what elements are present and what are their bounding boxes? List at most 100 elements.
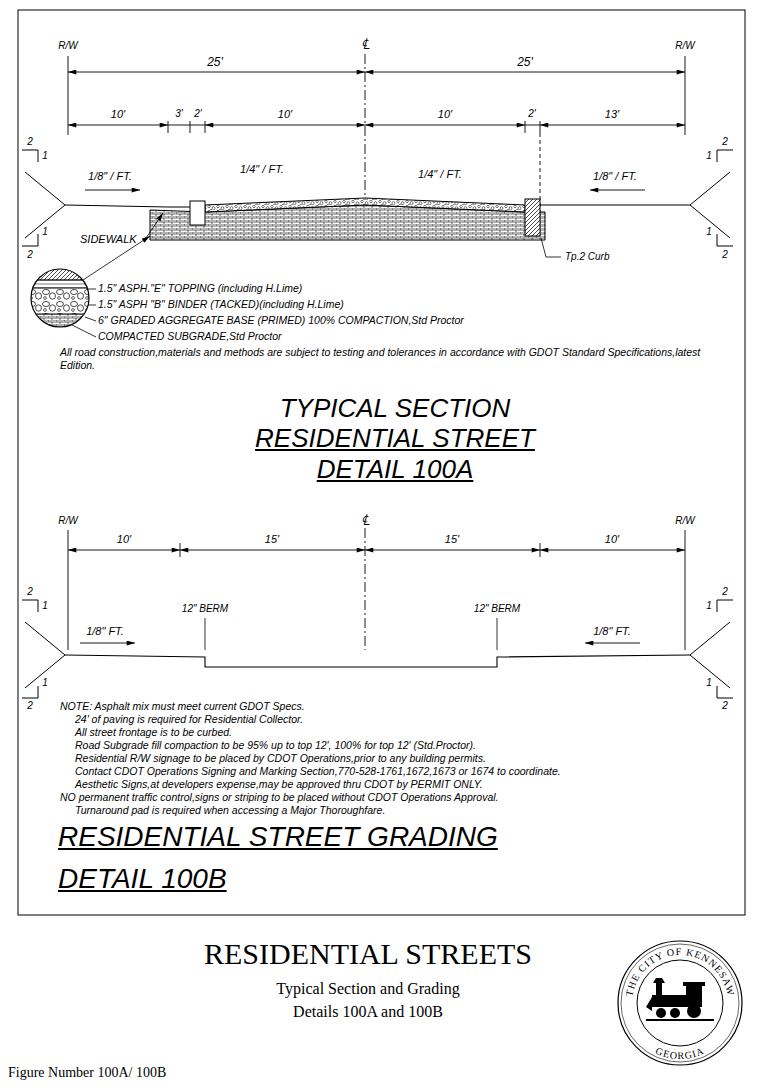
dimension-lines	[540, 121, 541, 133]
city-seal	[637, 960, 723, 1046]
slope-symbols	[717, 686, 733, 698]
dimension-lines	[68, 528, 685, 650]
slope-symbols	[717, 150, 733, 162]
dimension-lines	[365, 54, 366, 200]
drawing-label: 1/8" / FT.	[593, 170, 637, 183]
drawing-label: 1	[42, 150, 48, 162]
drawing-label: 13'	[605, 108, 619, 121]
street-section	[540, 205, 690, 206]
drawing-label: 2	[722, 700, 728, 712]
drawing-label: RESIDENTIAL STREET	[255, 423, 535, 454]
grading-profile	[80, 643, 135, 644]
drawing-label: 2	[722, 249, 728, 261]
pavement-layer-detail	[30, 280, 92, 314]
sheet-title: RESIDENTIAL STREETS	[204, 936, 532, 972]
drawing-label: 25'	[207, 55, 223, 69]
dimension-lines	[365, 125, 525, 126]
seal-text: THE CITY OF KENNESAW	[623, 946, 736, 997]
dimension-lines	[540, 550, 685, 551]
locomotive-icon	[646, 978, 714, 1021]
drawing-label: DETAIL 100B	[58, 862, 227, 896]
drawing-label: 2	[722, 586, 728, 598]
slope-symbols	[22, 600, 38, 612]
drawing-label: 1/4" / FT.	[240, 163, 284, 176]
drawing-label: All road construction,materials and meth…	[60, 346, 730, 372]
pavement-layer-detail	[31, 269, 89, 327]
dimension-lines	[68, 56, 69, 135]
pavement-layer-detail	[30, 268, 92, 330]
drawing-label: Residential R/W signage to be placed by …	[75, 752, 486, 765]
locomotive-icon	[652, 995, 686, 1007]
drawing-label: COMPACTED SUBGRADE,Std Proctor	[98, 330, 282, 343]
drawing-label: 10'	[111, 108, 125, 121]
sheet-frame	[18, 10, 745, 915]
dimension-lines	[168, 121, 169, 133]
drawing-label: All street frontage is to be curbed.	[75, 726, 232, 739]
drawing-label: 10'	[438, 108, 452, 121]
locomotive-icon	[656, 1008, 666, 1018]
dimension-lines	[168, 125, 205, 126]
slope-symbols	[717, 234, 733, 246]
drawing-label: 2'	[194, 108, 201, 120]
drawing-label: Figure Number 100A/ 100B	[8, 1065, 166, 1082]
dimension-lines	[685, 56, 686, 135]
pavement-layer-detail	[30, 284, 92, 285]
seal-text: THE CITY OF KENNESAW	[623, 946, 736, 997]
drawing-label: 1/4" / FT.	[418, 168, 462, 181]
grading-profile	[497, 618, 498, 650]
drawing-label: 1.5" ASPH."E" TOPPING (including H.Lime)	[98, 282, 302, 295]
drawing-label: R/W	[675, 515, 694, 527]
slope-symbols	[717, 600, 733, 612]
grading-profile	[65, 655, 690, 667]
drawing-label: Details 100A and 100B	[293, 1002, 443, 1021]
drawing-label: 1	[42, 226, 48, 238]
drawing-label: 15'	[445, 533, 459, 546]
dimension-lines	[68, 125, 168, 126]
dimension-lines	[190, 121, 191, 133]
pavement-layer-detail	[30, 288, 92, 314]
leader-lines	[72, 325, 96, 337]
street-section	[65, 205, 190, 207]
dimension-lines	[525, 121, 526, 133]
drawing-label: 2	[27, 249, 33, 261]
dimension-lines	[365, 528, 366, 650]
drawing-label: 1/8" FT.	[593, 625, 631, 638]
drawing-label: R/W	[58, 515, 77, 527]
drawing-label: 15'	[265, 533, 279, 546]
drawing-label: 1/8" FT.	[86, 625, 124, 638]
pavement-layer-detail	[30, 268, 92, 330]
drawing-label: 10'	[117, 533, 131, 546]
dimension-lines	[68, 530, 69, 650]
city-seal	[618, 941, 742, 1065]
drawing-label: 25'	[517, 55, 533, 69]
slope-symbols	[22, 234, 38, 246]
leader-lines	[85, 317, 96, 321]
grading-profile	[585, 643, 640, 644]
slope-symbols	[22, 150, 733, 246]
slope-symbols	[22, 600, 733, 698]
slope-symbols	[690, 622, 730, 688]
street-section	[205, 198, 525, 212]
dimension-lines	[68, 550, 180, 551]
drawing-label: 2	[27, 136, 33, 148]
slope-symbols	[22, 150, 38, 162]
drawing-label: 1	[42, 677, 48, 689]
drawing-label: R/W	[675, 40, 694, 52]
slope-symbols	[690, 172, 730, 238]
drawing-label: 10'	[605, 533, 619, 546]
drawing-label: Road Subgrade fill compaction to be 95% …	[75, 739, 476, 752]
leader-lines	[541, 238, 561, 257]
drawing-label: 1	[706, 677, 712, 689]
drawing-label: R/W	[58, 40, 77, 52]
drawing-label: 2	[27, 586, 33, 598]
leader-lines	[146, 213, 163, 238]
drawing-label: 1/8" / FT.	[88, 170, 132, 183]
street-section	[65, 198, 690, 240]
locomotive-icon	[646, 997, 652, 1011]
street-section	[525, 199, 540, 236]
drawing-label: 24' of paving is required for Residentia…	[75, 713, 303, 726]
drawing-label: ℄	[361, 511, 370, 529]
seal-text: GEORGIA	[654, 1045, 706, 1061]
